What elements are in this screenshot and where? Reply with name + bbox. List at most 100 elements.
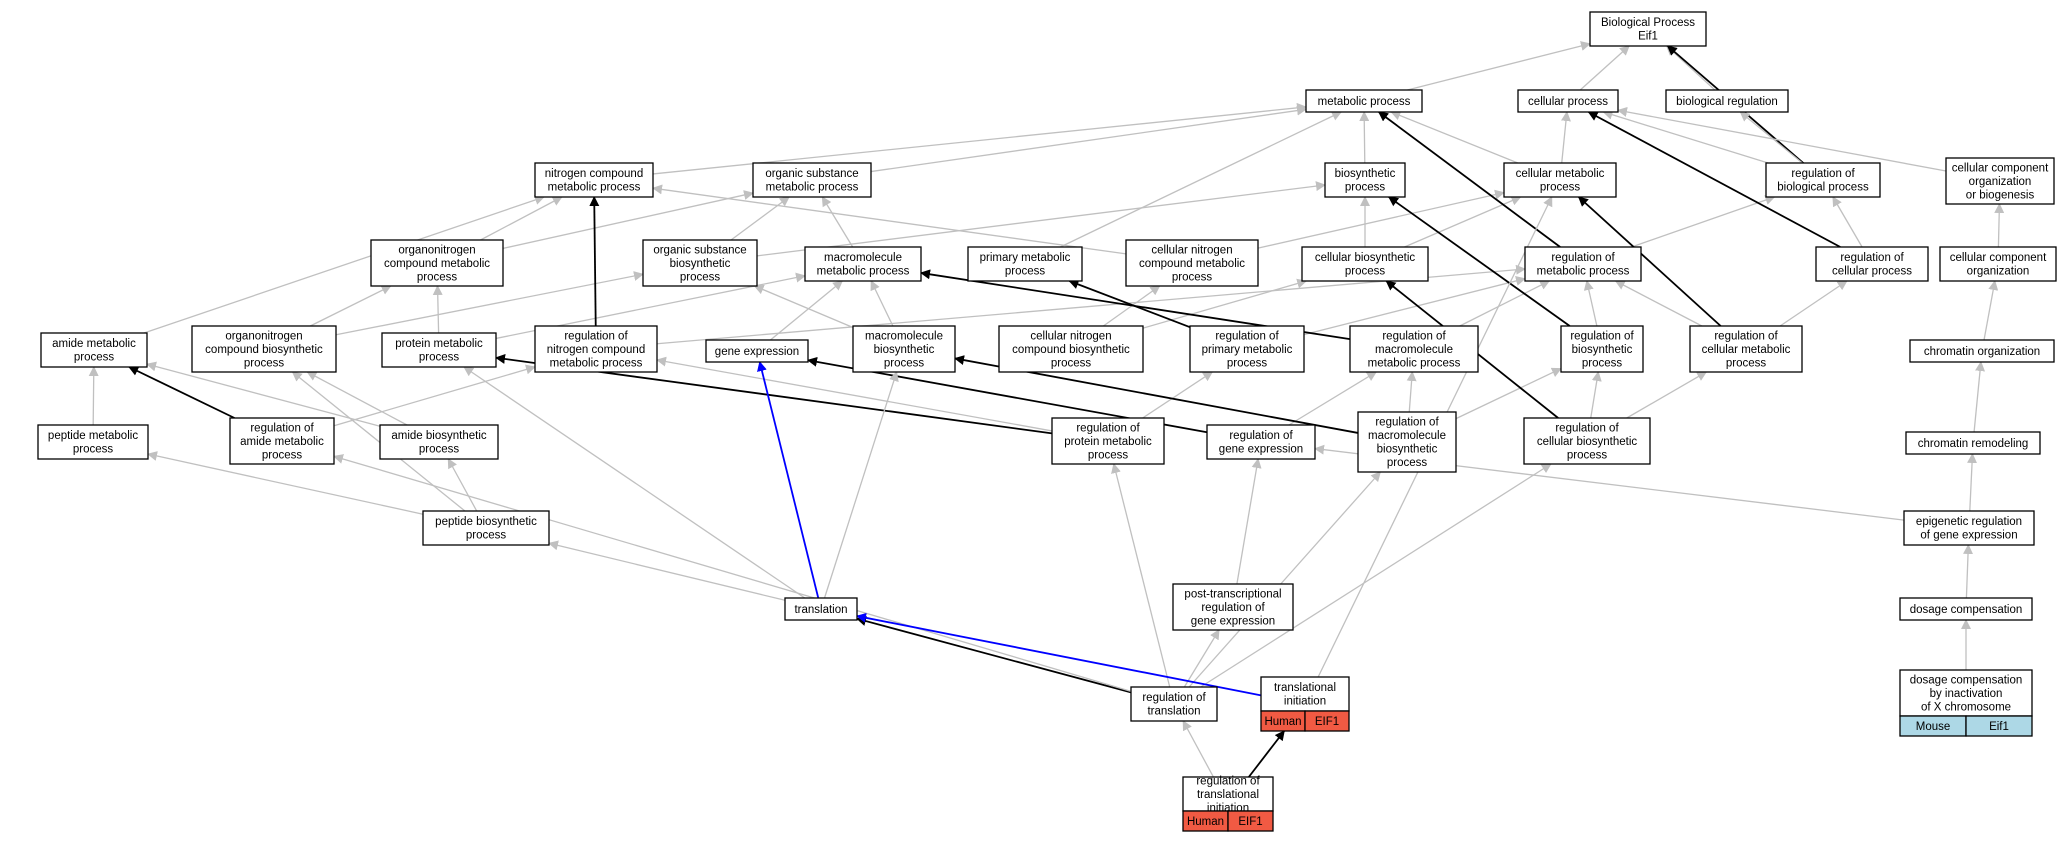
edge-regbio-to-cellular bbox=[1602, 109, 1769, 164]
node-cellmet-label-0: cellular metabolic bbox=[1516, 168, 1605, 180]
node-regnitro-label-0: regulation of bbox=[564, 330, 628, 342]
node-peptmet-box bbox=[37, 424, 149, 460]
node-bp-label-1: Eif1 bbox=[1638, 31, 1658, 43]
node-biosyn-label-1: process bbox=[1345, 182, 1386, 194]
edge-regcellmet-to-cellmet bbox=[1577, 196, 1722, 327]
node-geneexp[interactable]: gene expression bbox=[705, 339, 809, 363]
node-transinit-tag-left: Human bbox=[1264, 716, 1301, 728]
node-cellular[interactable]: cellular process bbox=[1517, 89, 1619, 113]
edge-orgnitrobio-to-orgnitro bbox=[309, 285, 392, 327]
edge-orgsubbio-to-orgsub bbox=[730, 196, 790, 241]
node-bioreg[interactable]: biological regulation bbox=[1665, 89, 1789, 113]
node-peptmet-label-0: peptide metabolic bbox=[48, 430, 138, 442]
node-biosyn-box bbox=[1324, 162, 1406, 198]
node-regprot-label-1: protein metabolic bbox=[1064, 436, 1152, 448]
node-chromorg-label-0: chromatin organization bbox=[1924, 346, 2040, 358]
node-bp-box bbox=[1589, 11, 1707, 47]
node-protmet-box bbox=[381, 332, 497, 368]
node-dosage[interactable]: dosage compensation bbox=[1899, 597, 2033, 621]
node-regtransinit-box bbox=[1182, 776, 1274, 812]
edge-macrobio-to-macromet bbox=[870, 280, 894, 327]
node-metabolic[interactable]: metabolic process bbox=[1305, 89, 1423, 113]
node-regmacrobio[interactable]: regulation ofmacromoleculebiosyntheticpr… bbox=[1357, 411, 1457, 473]
node-translation[interactable]: translation bbox=[784, 597, 858, 621]
node-regtransinit[interactable]: regulation oftranslationalinitiationHuma… bbox=[1182, 775, 1274, 832]
node-regcell-label-0: regulation of bbox=[1840, 252, 1904, 264]
node-regtransinit-label-0: regulation of bbox=[1196, 775, 1260, 787]
node-cellnitrobio-box bbox=[998, 325, 1144, 373]
node-chromorg[interactable]: chromatin organization bbox=[1909, 339, 2055, 363]
node-regbio-label-0: regulation of bbox=[1791, 168, 1855, 180]
node-translation-label-0: translation bbox=[794, 604, 847, 616]
edge-amidebio-to-orgnitrobio bbox=[306, 371, 408, 426]
node-dosage-label-0: dosage compensation bbox=[1910, 604, 2023, 616]
node-chromorg-box bbox=[1909, 339, 2055, 363]
edge-peptbio-to-peptmet bbox=[147, 451, 424, 515]
edge-regprim-to-primmet bbox=[1068, 279, 1191, 329]
node-chromrem-box bbox=[1905, 431, 2041, 455]
edge-peptbio-to-orgnitrobio bbox=[291, 371, 466, 512]
node-regtransinit-tag-right-cell bbox=[1227, 810, 1274, 832]
node-metabolic-box bbox=[1305, 89, 1423, 113]
edge-orgnitro-to-orgsub bbox=[502, 190, 754, 250]
edge-cco-to-ccob bbox=[1994, 203, 2005, 248]
edge-transinit-to-translation bbox=[856, 612, 1262, 697]
edge-regcellbio-to-regbiosyn bbox=[1590, 371, 1602, 419]
node-amidebio[interactable]: amide biosynthetic process bbox=[379, 424, 499, 460]
node-transinit-label-1: initiation bbox=[1284, 696, 1326, 708]
node-chromrem[interactable]: chromatin remodeling bbox=[1905, 431, 2041, 455]
node-orgnitrobio-label-1: compound biosynthetic bbox=[205, 344, 323, 356]
node-macromet-box bbox=[804, 246, 922, 282]
node-orgnitrobio-label-2: process bbox=[244, 357, 285, 369]
edge-regbiosyn-to-biosyn bbox=[1388, 196, 1571, 327]
node-amidebio-label-1: process bbox=[419, 444, 460, 456]
node-regnitro-box bbox=[534, 325, 658, 373]
node-amidebio-label-0: amide biosynthetic bbox=[391, 430, 486, 442]
edge-translation-to-peptbio bbox=[548, 540, 786, 601]
node-primmet-label-0: primary metabolic bbox=[980, 252, 1071, 264]
edge-chromrem-to-chromorg bbox=[1973, 361, 1986, 433]
node-regcellbio-box bbox=[1523, 417, 1651, 465]
node-ccob-box bbox=[1945, 157, 2055, 205]
node-dosagex-label-0: dosage compensation bbox=[1910, 674, 2023, 686]
node-reggene-box bbox=[1206, 424, 1316, 460]
node-metabolic-label-0: metabolic process bbox=[1318, 96, 1411, 108]
